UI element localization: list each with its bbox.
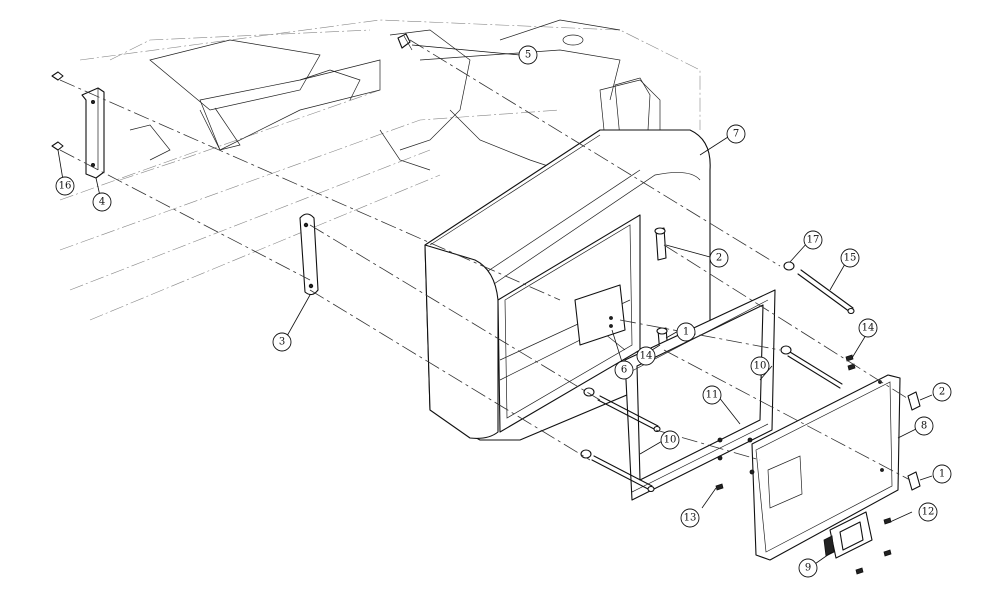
callout-14-left: 14	[636, 346, 656, 366]
svg-text:13: 13	[684, 513, 697, 524]
callout-3: 3	[272, 332, 292, 352]
leader-lines	[57, 44, 933, 567]
svg-text:2: 2	[939, 387, 945, 398]
svg-text:7: 7	[733, 129, 739, 140]
callout-12: 12	[918, 502, 938, 522]
pin-5	[397, 33, 413, 51]
callout-5: 5	[518, 45, 538, 65]
svg-text:6: 6	[621, 365, 627, 376]
callout-8: 8	[914, 416, 934, 436]
callout-1-lower: 1	[932, 464, 952, 484]
explosion-centerlines	[59, 39, 911, 481]
svg-text:5: 5	[525, 50, 531, 61]
mounting-plate-3	[299, 213, 319, 296]
door-hinges	[907, 391, 921, 491]
callout-9: 9	[798, 558, 818, 578]
svg-text:11: 11	[706, 390, 719, 401]
svg-text:9: 9	[805, 563, 811, 574]
callout-15: 15	[840, 248, 860, 268]
latch-handle-9	[823, 511, 873, 559]
callout-13: 13	[680, 508, 700, 528]
hinge-2-upper	[654, 227, 667, 261]
callout-14-right: 14	[858, 318, 878, 338]
callout-10-upper: 10	[750, 356, 770, 376]
svg-text:15: 15	[844, 253, 857, 264]
svg-text:10: 10	[754, 361, 767, 372]
svg-text:17: 17	[807, 235, 820, 246]
svg-text:8: 8	[921, 421, 927, 432]
door-panel-8	[717, 374, 901, 561]
svg-text:1: 1	[939, 469, 945, 480]
screws	[715, 354, 892, 575]
callout-17: 17	[803, 230, 823, 250]
svg-text:3: 3	[279, 337, 285, 348]
svg-text:2: 2	[716, 253, 722, 264]
callout-7: 7	[726, 124, 746, 144]
callout-6: 6	[614, 360, 634, 380]
svg-text:12: 12	[922, 507, 935, 518]
svg-text:14: 14	[640, 351, 653, 362]
callout-11: 11	[702, 385, 722, 405]
mounting-bracket-4	[51, 71, 105, 179]
callout-balloons: 5 7 16 4 2 17 15 3 6 14 1	[55, 45, 952, 578]
callout-2-upper: 2	[709, 248, 729, 268]
svg-text:4: 4	[99, 197, 105, 208]
callout-2-lower: 2	[932, 382, 952, 402]
rods	[591, 269, 855, 493]
svg-text:10: 10	[664, 435, 677, 446]
callout-1-middle: 1	[676, 322, 696, 342]
svg-text:1: 1	[683, 327, 689, 338]
callout-4: 4	[92, 192, 112, 212]
callout-10-lower: 10	[660, 430, 680, 450]
svg-text:16: 16	[59, 181, 72, 192]
callout-16: 16	[55, 176, 75, 196]
svg-text:14: 14	[862, 323, 875, 334]
